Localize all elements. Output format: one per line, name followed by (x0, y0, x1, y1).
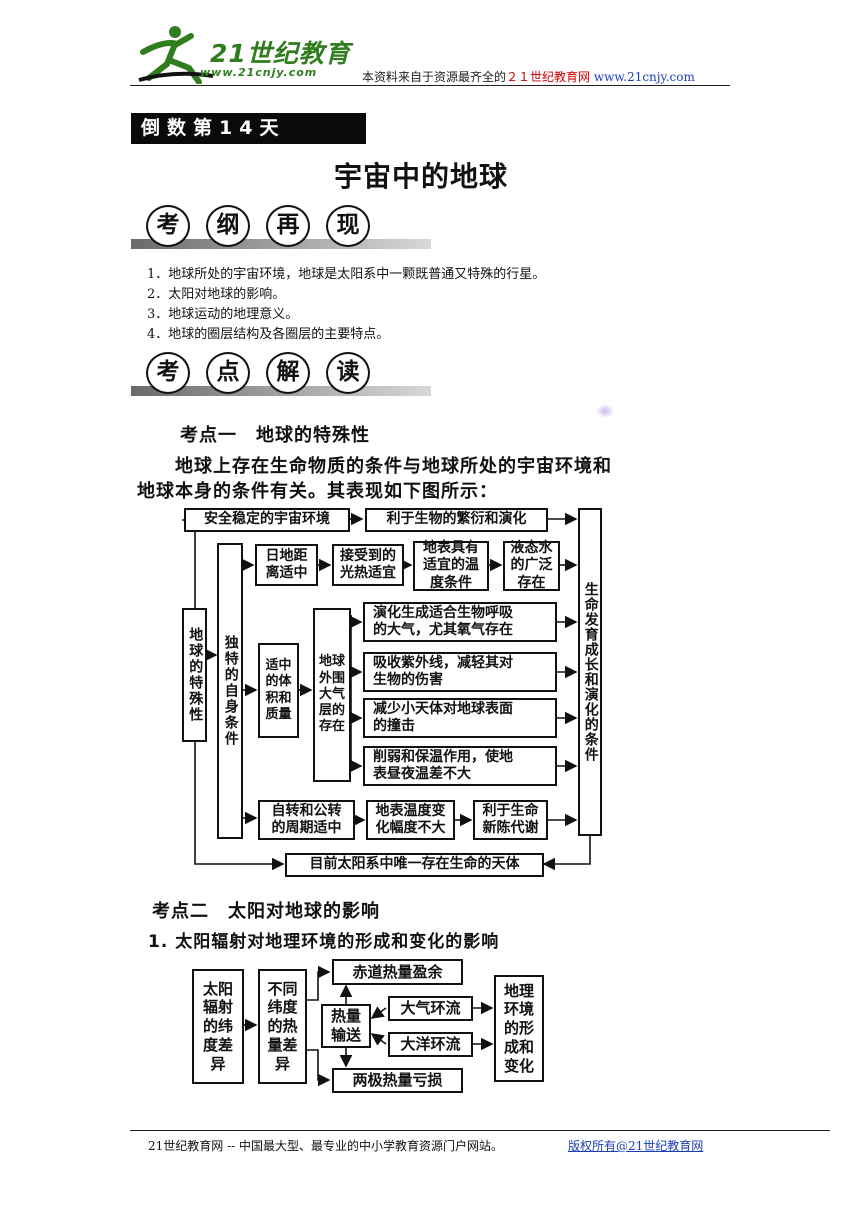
heat-transport-box: 热量输送 (321, 1004, 371, 1048)
box-line: 的周期适中 (271, 820, 342, 836)
section-heading-analysis: 考 点 解 读 (131, 352, 431, 398)
logo-text: 21世纪教育 (210, 39, 351, 68)
section-heading-outline: 考 纲 再 现 (131, 205, 431, 251)
atm-impact-box: 减少小天体对地球表面的撞击 (363, 698, 557, 738)
header-note-prefix: 本资料来自于资源最齐全的 (362, 70, 507, 84)
kp1-title: 考点一 地球的特殊性 (180, 425, 370, 446)
kp2-title: 考点二 太阳对地球的影响 (152, 901, 380, 922)
copyright-link[interactable]: 版权所有@21世纪教育网 (568, 1139, 704, 1153)
box-line: 光热适宜 (340, 565, 396, 581)
outline-list: 1．地球所处的宇宙环境，地球是太阳系中一颗既普通又特殊的行星。 2．太阳对地球的… (147, 265, 545, 345)
header-note-url[interactable]: www.21cnjy.com (593, 70, 695, 84)
box-line: 削弱和保温作用，使地 (373, 748, 513, 765)
box-line: 利于生命 (482, 802, 539, 819)
atmosphere-box: 地球外围大气层的存在 (313, 608, 351, 782)
box-line: 的撞击 (373, 718, 415, 734)
geo-environment-box: 地理环境的形成和变化 (494, 975, 544, 1082)
solar-latitude-box: 太阳辐射的纬度差异 (192, 969, 244, 1084)
footer-text: 21世纪教育网 -- 中国最大型、最专业的中小学教育资源门户网站。 (148, 1139, 504, 1153)
section-char: 解 (266, 352, 310, 394)
heat-difference-box: 不同纬度的热量差异 (258, 969, 307, 1084)
box-line: 化幅度不大 (375, 820, 446, 836)
header-divider (130, 85, 730, 86)
section-char: 现 (326, 205, 370, 247)
site-logo (135, 22, 345, 88)
section-char: 读 (326, 352, 370, 394)
countdown-banner: 倒数第14天 (131, 113, 366, 144)
box-line: 地表温度变 (375, 802, 446, 819)
page-title: 宇宙中的地球 (334, 160, 509, 193)
evolution-box: 利于生物的繁衍和演化 (365, 508, 548, 532)
atmospheric-circulation-box: 大气环流 (388, 996, 473, 1021)
outline-item: 2．太阳对地球的影响。 (147, 287, 286, 302)
kp1-paragraph-line1: 地球上存在生命物质的条件与地球所处的宇宙环境和 (175, 456, 612, 477)
logo-url: www.21cnjy.com (200, 66, 318, 79)
box-line: 表昼夜温差不大 (373, 766, 471, 782)
atm-uv-box: 吸收紫外线，减轻其对生物的伤害 (363, 652, 557, 692)
ocean-circulation-box: 大洋环流 (388, 1032, 473, 1057)
runner-logo-icon (138, 26, 214, 85)
outline-item: 1．地球所处的宇宙环境，地球是太阳系中一颗既普通又特殊的行星。 (147, 267, 546, 282)
header-note: 本资料来自于资源最齐全的２１世纪教育网 www.21cnjy.com (362, 68, 695, 85)
atm-oxygen-box: 演化生成适合生物呼吸的大气，尤其氧气存在 (363, 602, 557, 642)
rotation-box: 自转和公转的周期适中 (258, 800, 355, 840)
box-line: 的大气，尤其氧气存在 (373, 622, 513, 638)
temp-change-box: 地表温度变化幅度不大 (366, 800, 455, 840)
atm-insulation-box: 削弱和保温作用，使地表昼夜温差不大 (363, 746, 557, 786)
water-box: 液态水的广泛存在 (503, 539, 560, 591)
unique-conditions-box: 独特的自身条件 (217, 543, 243, 839)
polar-deficit-box: 两极热量亏损 (332, 1068, 463, 1093)
heat-box: 接受到的光热适宜 (332, 544, 404, 586)
temperature-box: 地表具有适宜的温度条件 (413, 539, 489, 591)
safe-universe-box: 安全稳定的宇宙环境 (184, 508, 350, 532)
life-conditions-box: 生命发育成长和演化的条件 (578, 508, 602, 836)
box-line: 离适中 (265, 565, 308, 581)
box-line: 演化生成适合生物呼吸 (373, 604, 513, 621)
scan-mark (596, 404, 614, 418)
box-line: 日地距 (265, 547, 308, 564)
distance-box: 日地距离适中 (255, 544, 318, 586)
section-char: 纲 (206, 205, 250, 247)
box-line: 地表具有 (423, 539, 479, 556)
header-note-site: ２１世纪教育网 (506, 70, 591, 84)
outline-item: 3．地球运动的地理意义。 (147, 307, 299, 322)
box-line: 新陈代谢 (482, 820, 539, 836)
equator-surplus-box: 赤道热量盈余 (332, 959, 463, 985)
box-line: 自转和公转 (271, 802, 342, 819)
box-line: 度条件 (430, 574, 472, 591)
section-char: 再 (266, 205, 310, 247)
box-line: 减少小天体对地球表面 (373, 700, 513, 717)
volume-mass-box: 适中的体积和质量 (258, 643, 299, 738)
only-life-box: 目前太阳系中唯一存在生命的天体 (285, 853, 544, 877)
box-line: 存在 (517, 574, 546, 591)
box-line: 适宜的温 (423, 557, 479, 574)
box-line: 生物的伤害 (373, 672, 443, 688)
outline-item: 4．地球的圈层结构及各圈层的主要特点。 (147, 327, 390, 342)
box-line: 接受到的 (340, 547, 396, 564)
section-char: 点 (206, 352, 250, 394)
kp1-paragraph-line2: 地球本身的条件有关。其表现如下图所示： (137, 481, 498, 502)
kp2-subtitle: 1. 太阳辐射对地理环境的形成和变化的影响 (148, 932, 500, 952)
section-char: 考 (146, 352, 190, 394)
box-line: 液态水 (510, 539, 553, 556)
section-char: 考 (146, 205, 190, 247)
box-line: 吸收紫外线，减轻其对 (373, 654, 513, 671)
earth-special-box: 地球的特殊性 (182, 608, 207, 742)
footer-divider (130, 1130, 830, 1131)
box-line: 的广泛 (510, 557, 553, 574)
metabolism-box: 利于生命新陈代谢 (473, 800, 548, 840)
